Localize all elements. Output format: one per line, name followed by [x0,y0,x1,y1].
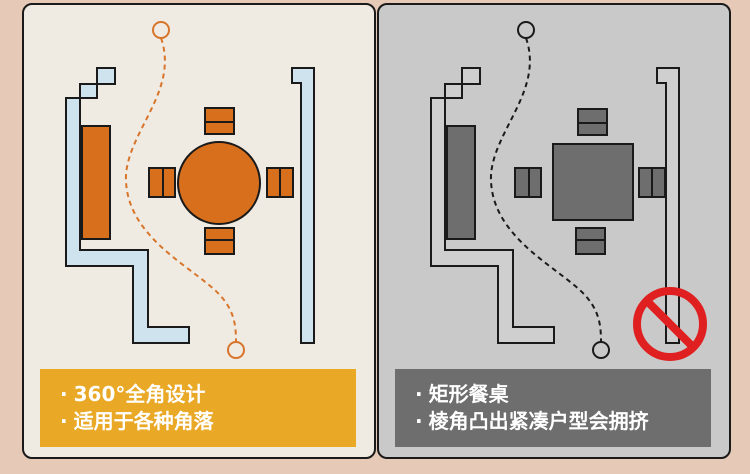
caption-line-2: 适用于各种角落 [73,409,214,433]
right-wall-outline [656,67,680,344]
round-table-floorplan [65,21,315,359]
path-end-marker [227,341,245,359]
chair-right [266,167,294,198]
chair-top [577,108,608,136]
walking-path [489,37,602,343]
chair-left [514,167,542,198]
path-start-marker [152,21,170,39]
caption-line: ·360°全角设计 [60,382,206,406]
chair-top [204,107,235,135]
round-table-panel: ·360°全角设计 ·适用于各种角落 [22,3,376,459]
side-cabinet [81,125,111,240]
side-cabinet [446,125,476,240]
walking-path [124,37,237,343]
path-start-marker [517,21,535,39]
chair-left [148,167,176,198]
caption-line: ·矩形餐桌 [415,382,509,406]
right-wall-outline [291,67,315,344]
rectangular-table [552,143,634,221]
prohibited-sign-icon [633,287,707,361]
chair-right [638,167,666,198]
chair-bottom [575,227,606,255]
left-wall-outline [65,67,190,344]
rectangular-table-panel: ·矩形餐桌 ·棱角凸出紧凑户型会拥挤 [377,3,731,459]
path-end-marker [592,341,610,359]
caption-line-1: 360°全角设计 [73,382,206,406]
left-wall-outline [430,67,555,344]
caption-line-2: 棱角凸出紧凑户型会拥挤 [428,409,649,433]
caption-line: ·适用于各种角落 [60,409,214,433]
rectangular-table-floorplan [430,21,707,361]
chair-bottom [204,227,235,255]
round-table-caption: ·360°全角设计 ·适用于各种角落 [40,369,356,447]
rectangular-table-caption: ·矩形餐桌 ·棱角凸出紧凑户型会拥挤 [395,369,711,447]
caption-line: ·棱角凸出紧凑户型会拥挤 [415,409,649,433]
round-table [177,141,261,225]
caption-line-1: 矩形餐桌 [428,382,509,406]
